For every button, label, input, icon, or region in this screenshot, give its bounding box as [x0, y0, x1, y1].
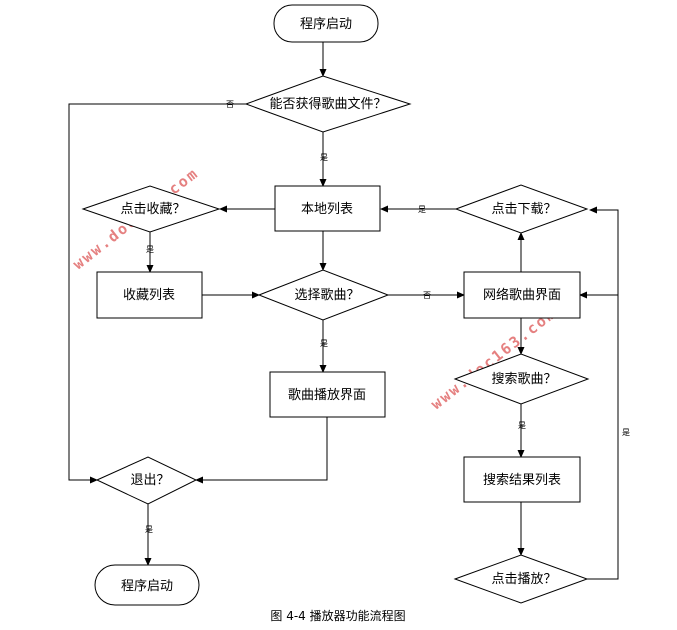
svg-text:收藏列表: 收藏列表 — [123, 288, 175, 303]
svg-text:搜索结果列表: 搜索结果列表 — [483, 473, 561, 488]
svg-text:歌曲播放界面: 歌曲播放界面 — [288, 388, 366, 403]
node-click-download: 点击下载？ — [454, 184, 589, 234]
edge-play-loop — [587, 206, 619, 580]
svg-text:本地列表: 本地列表 — [301, 202, 353, 217]
svg-text:搜索歌曲？: 搜索歌曲？ — [491, 372, 556, 387]
node-search-song: 搜索歌曲？ — [453, 353, 590, 405]
node-favorite-list: 收藏列表 — [96, 271, 203, 319]
svg-text:程序启动: 程序启动 — [121, 579, 173, 594]
svg-text:点击收藏？: 点击收藏？ — [120, 202, 185, 217]
label-yes-favorite: 是 — [146, 245, 154, 254]
node-select-song: 选择歌曲？ — [257, 269, 390, 321]
svg-text:选择歌曲？: 选择歌曲？ — [294, 288, 359, 303]
label-no-check: 否 — [226, 100, 234, 109]
node-search-results: 搜索结果列表 — [463, 456, 581, 503]
edge-play-to-exit — [195, 417, 328, 484]
node-click-play: 点击播放？ — [453, 554, 589, 604]
svg-text:点击下载？: 点击下载？ — [491, 202, 556, 217]
label-yes-search: 是 — [518, 421, 526, 430]
label-no-select: 否 — [423, 291, 431, 300]
svg-text:退出？: 退出？ — [130, 473, 169, 488]
node-click-favorite: 点击收藏？ — [81, 185, 221, 233]
node-end: 程序启动 — [94, 564, 200, 606]
label-yes-loop: 是 — [622, 428, 630, 437]
svg-text:能否获得歌曲文件？: 能否获得歌曲文件？ — [269, 96, 386, 112]
figure-caption: 图 4-4 播放器功能流程图 — [270, 608, 405, 623]
node-start: 程序启动 — [273, 4, 379, 43]
svg-text:网络歌曲界面: 网络歌曲界面 — [483, 287, 561, 303]
edge-check-to-exit — [68, 103, 246, 484]
label-yes-select: 是 — [320, 339, 328, 348]
node-song-play: 歌曲播放界面 — [269, 371, 386, 418]
node-can-get-files: 能否获得歌曲文件？ — [244, 75, 412, 133]
svg-text:程序启动: 程序启动 — [300, 17, 352, 32]
edge-labels: 否 是 是 是 否 是 是 是 是 — [145, 100, 630, 534]
node-local-list: 本地列表 — [274, 185, 381, 232]
label-yes-download: 是 — [418, 205, 426, 214]
node-exit: 退出？ — [95, 456, 198, 505]
label-yes-exit: 是 — [145, 525, 153, 534]
svg-text:点击播放？: 点击播放？ — [491, 572, 556, 587]
edges — [68, 42, 619, 580]
node-network-songs: 网络歌曲界面 — [463, 271, 581, 319]
label-yes-check: 是 — [320, 153, 328, 162]
